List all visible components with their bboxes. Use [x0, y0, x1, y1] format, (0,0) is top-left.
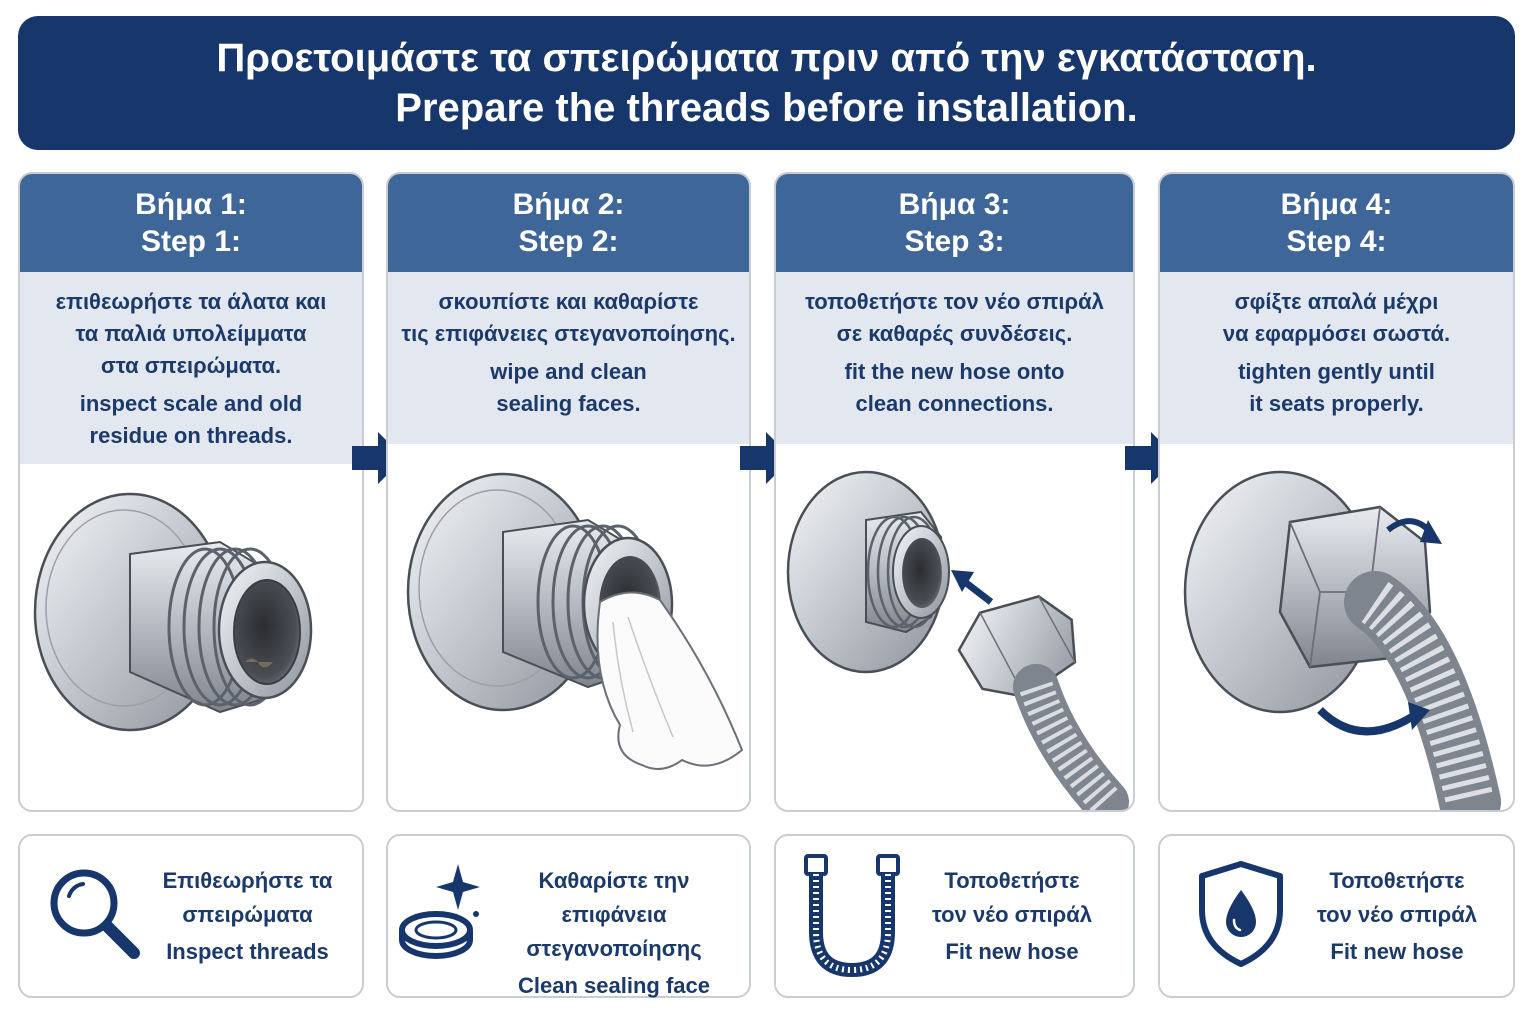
desc-english-line: tighten gently until: [1238, 359, 1435, 384]
step-card-2: Βήμα 2: Step 2: σκουπίστε και καθαρίστε …: [386, 172, 751, 812]
shield-drop-icon: [1199, 861, 1283, 967]
summary-greek-line: Τοποθετήστε: [1329, 868, 1465, 893]
desc-greek-line: τα παλιά υπολείμματα: [75, 321, 307, 346]
step-card-1: Βήμα 1: Step 1: επιθεωρήστε τα άλατα και…: [18, 172, 364, 812]
threaded-pipe-illustration: [33, 492, 313, 732]
summary-text: Τοποθετήστε τον νέο σπιράλ Fit new hose: [1292, 864, 1502, 969]
step-description-3: τοποθετήστε τον νέο σπιράλ σε καθαρές συ…: [776, 272, 1133, 444]
summary-greek-line: Επιθεωρήστε τα: [162, 868, 333, 893]
desc-greek-line: να εφαρμόσει σωστά.: [1222, 321, 1451, 346]
step-header-4: Βήμα 4: Step 4:: [1160, 174, 1513, 272]
summary-card-inspect: Επιθεωρήστε τα σπειρώματα Inspect thread…: [18, 834, 364, 998]
summary-english-line: Clean sealing face: [518, 973, 710, 998]
summary-text: Τοποθετήστε τον νέο σπιράλ Fit new hose: [906, 864, 1118, 969]
desc-greek-line: στα σπειρώματα.: [100, 353, 282, 378]
hose-icon: [804, 854, 900, 978]
step-label-english: Step 3:: [904, 225, 1005, 258]
summary-text: Επιθεωρήστε τα σπειρώματα Inspect thread…: [135, 864, 360, 969]
desc-greek-line: σκουπίστε και καθαρίστε: [438, 289, 699, 314]
step-description-1: επιθεωρήστε τα άλατα και τα παλιά υπολεί…: [20, 272, 362, 464]
step-description-2: σκουπίστε και καθαρίστε τις επιφάνειες σ…: [388, 272, 749, 444]
step-label-greek: Βήμα 2:: [512, 188, 625, 221]
desc-greek-line: σφίξτε απαλά μέχρι: [1234, 289, 1439, 314]
desc-greek-line: τις επιφάνειες στεγανοποίησης.: [401, 321, 736, 346]
step-card-4: Βήμα 4: Step 4: σφίξτε απαλά μέχρι να εφ…: [1158, 172, 1515, 812]
step-label-greek: Βήμα 1:: [135, 188, 247, 221]
summary-card-seal: Τοποθετήστε τον νέο σπιράλ Fit new hose: [1158, 834, 1515, 998]
summary-greek-line: τον νέο σπιράλ: [931, 902, 1093, 927]
step-label-english: Step 1:: [140, 225, 242, 258]
desc-greek-line: σε καθαρές συνδέσεις.: [836, 321, 1073, 346]
desc-english-line: wipe and clean: [490, 359, 647, 384]
desc-greek-line: τοποθετήστε τον νέο σπιράλ: [805, 289, 1104, 314]
step-label-english: Step 4:: [1286, 225, 1387, 258]
step-header-3: Βήμα 3: Step 3:: [776, 174, 1133, 272]
sparkle-ring-icon: [399, 864, 480, 959]
desc-english-line: it seats properly.: [1249, 391, 1424, 416]
step-label-english: Step 2:: [518, 225, 619, 258]
step-card-3: Βήμα 3: Step 3: τοποθετήστε τον νέο σπιρ…: [774, 172, 1135, 812]
title-greek: Προετοιμάστε τα σπειρώματα πριν από την …: [216, 36, 1317, 80]
header-banner: Προετοιμάστε τα σπειρώματα πριν από την …: [18, 16, 1515, 150]
summary-english-line: Inspect threads: [166, 939, 329, 964]
desc-english-line: sealing faces.: [496, 391, 641, 416]
summary-greek-line: Τοποθετήστε: [944, 868, 1080, 893]
desc-greek-line: επιθεωρήστε τα άλατα και: [55, 289, 327, 314]
step-description-4: σφίξτε απαλά μέχρι να εφαρμόσει σωστά. t…: [1160, 272, 1513, 444]
summary-card-fit-hose: Τοποθετήστε τον νέο σπιράλ Fit new hose: [774, 834, 1135, 998]
magnifier-icon: [50, 869, 140, 959]
summary-english-line: Fit new hose: [1330, 939, 1464, 964]
title-english: Prepare the threads before installation.: [395, 86, 1138, 130]
summary-text: Καθαρίστε την επιφάνεια στεγανοποίησης C…: [483, 864, 745, 1003]
summary-greek-line: τον νέο σπιράλ: [1316, 902, 1478, 927]
summary-card-clean: Καθαρίστε την επιφάνεια στεγανοποίησης C…: [386, 834, 751, 998]
step-header-2: Βήμα 2: Step 2:: [388, 174, 749, 272]
summary-greek-line: Καθαρίστε την: [538, 868, 690, 893]
wipe-cloth-illustration: [406, 472, 744, 770]
desc-english-line: fit the new hose onto: [844, 359, 1065, 384]
step-label-greek: Βήμα 4:: [1280, 188, 1393, 221]
tighten-nut-illustration: [1183, 470, 1501, 810]
step-label-greek: Βήμα 3:: [898, 188, 1011, 221]
desc-english-line: clean connections.: [855, 391, 1054, 416]
fit-hose-illustration: [786, 470, 1129, 810]
step-header-1: Βήμα 1: Step 1:: [20, 174, 362, 272]
desc-english-line: inspect scale and old: [79, 391, 303, 416]
summary-greek-line: επιφάνεια στεγανοποίησης: [526, 902, 702, 961]
summary-greek-line: σπειρώματα: [182, 902, 313, 927]
summary-english-line: Fit new hose: [945, 939, 1079, 964]
desc-english-line: residue on threads.: [89, 423, 293, 448]
